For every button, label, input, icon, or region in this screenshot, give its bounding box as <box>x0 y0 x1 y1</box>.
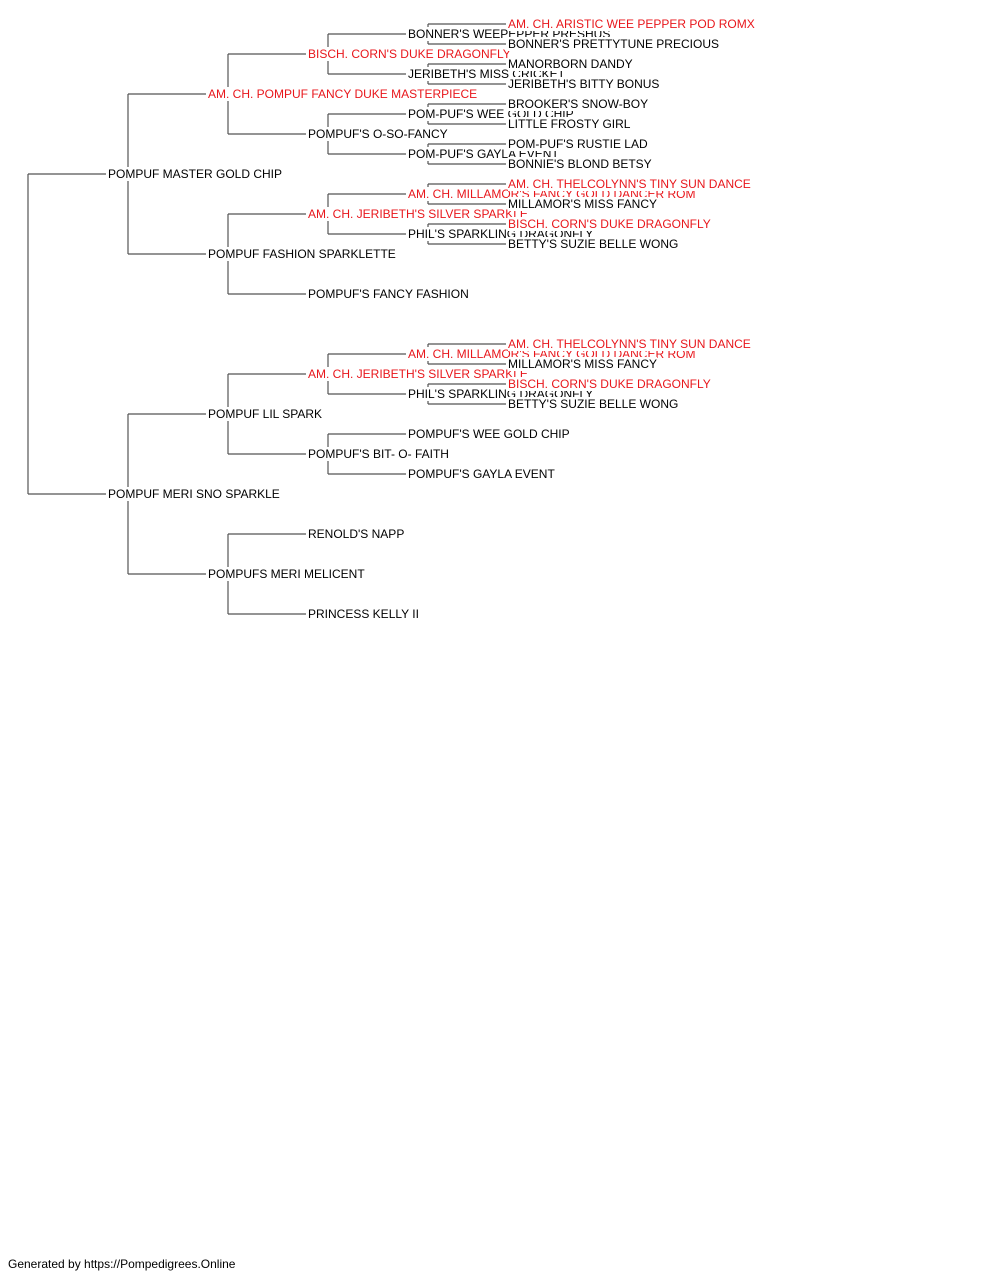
ancestor-name: POMPUF'S O-SO-FANCY <box>308 127 448 141</box>
ancestor-name: BONNER'S PRETTYTUNE PRECIOUS <box>508 37 719 51</box>
ancestor-name: POMPUF'S FANCY FASHION <box>308 287 469 301</box>
ancestor-name: POMPUF FASHION SPARKLETTE <box>208 247 396 261</box>
ancestor-name: POMPUF MASTER GOLD CHIP <box>108 167 283 181</box>
ancestor-name: BETTY'S SUZIE BELLE WONG <box>508 397 679 411</box>
ancestor-name: AM. CH. THELCOLYNN'S TINY SUN DANCE <box>508 177 751 191</box>
ancestor-name: BETTY'S SUZIE BELLE WONG <box>508 237 679 251</box>
ancestor-name: MANORBORN DANDY <box>508 57 633 71</box>
ancestor-name: BONNIE'S BLOND BETSY <box>508 157 652 171</box>
ancestor-name: POMPUF LIL SPARK <box>208 407 323 421</box>
ancestor-name: PRINCESS KELLY II <box>308 607 419 621</box>
ancestor-name: BROOKER'S SNOW-BOY <box>508 97 649 111</box>
ancestor-name: LITTLE FROSTY GIRL <box>508 117 631 131</box>
generated-by-footer: Generated by https://Pompedigrees.Online <box>8 1257 236 1271</box>
ancestor-name: AM. CH. JERIBETH'S SILVER SPARKLE <box>308 207 528 221</box>
ancestor-name: POMPUF MERI SNO SPARKLE <box>108 487 280 501</box>
ancestor-name: AM. CH. POMPUF FANCY DUKE MASTERPIECE <box>208 87 478 101</box>
ancestor-name: JERIBETH'S BITTY BONUS <box>508 77 660 91</box>
ancestor-name: BISCH. CORN'S DUKE DRAGONFLY <box>308 47 511 61</box>
ancestor-name: BISCH. CORN'S DUKE DRAGONFLY <box>508 217 711 231</box>
ancestor-name: BISCH. CORN'S DUKE DRAGONFLY <box>508 377 711 391</box>
ancestor-name: RENOLD'S NAPP <box>308 527 405 541</box>
ancestor-name: POMPUFS MERI MELICENT <box>208 567 365 581</box>
ancestor-name: POMPUF'S BIT- O- FAITH <box>308 447 449 461</box>
ancestor-name: POMPUF'S GAYLA EVENT <box>408 467 555 481</box>
ancestor-name: MILLAMOR'S MISS FANCY <box>508 197 657 211</box>
ancestor-name: AM. CH. ARISTIC WEE PEPPER POD ROMX <box>508 17 755 31</box>
ancestor-name: POMPUF'S WEE GOLD CHIP <box>408 427 570 441</box>
ancestor-name: POM-PUF'S RUSTIE LAD <box>508 137 648 151</box>
ancestor-name: MILLAMOR'S MISS FANCY <box>508 357 657 371</box>
ancestor-name: AM. CH. JERIBETH'S SILVER SPARKLE <box>308 367 528 381</box>
ancestor-name: AM. CH. THELCOLYNN'S TINY SUN DANCE <box>508 337 751 351</box>
